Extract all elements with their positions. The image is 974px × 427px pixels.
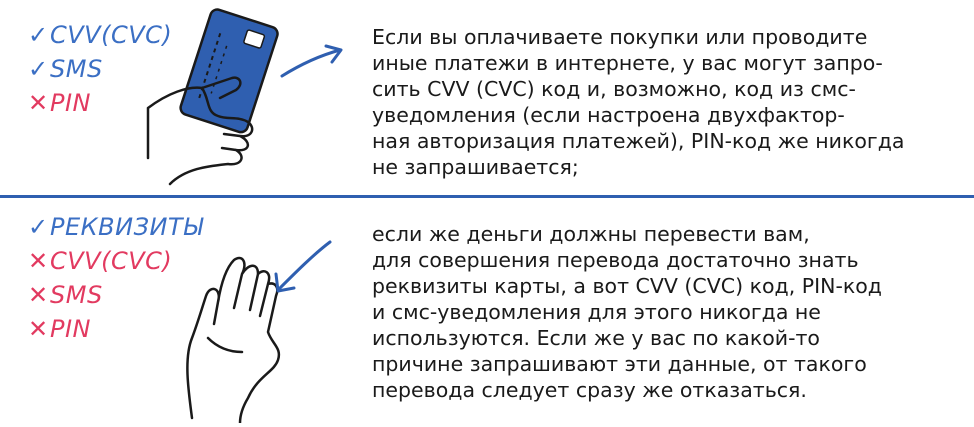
transfer-explanation-text: если же деньги должны перевести вам, для…: [372, 222, 882, 402]
check-icon: ✓: [28, 21, 49, 49]
checklist-item-sms: ✕SMS: [28, 278, 203, 312]
transfer-checklist: ✓РЕКВИЗИТЫ ✕CVV(CVC) ✕SMS ✕PIN: [28, 210, 203, 346]
checklist-item-cvv: ✕CVV(CVC): [28, 244, 203, 278]
cross-icon: ✕: [28, 315, 49, 343]
open-hand-icon: [186, 256, 281, 423]
cross-icon: ✕: [28, 247, 49, 275]
check-icon: ✓: [28, 55, 49, 83]
arrow-left-icon: [274, 240, 332, 293]
check-icon: ✓: [28, 213, 49, 241]
card-transfer-section: ✓РЕКВИЗИТЫ ✕CVV(CVC) ✕SMS ✕PIN если же д…: [0, 200, 974, 427]
checklist-item-pin: ✕PIN: [28, 312, 203, 346]
checklist-item-details: ✓РЕКВИЗИТЫ: [28, 210, 203, 244]
section-divider: [0, 195, 974, 198]
payment-explanation-text: Если вы оплачиваете покупки или проводит…: [372, 25, 905, 179]
checklist-item-cvv: ✓CVV(CVC): [28, 18, 172, 52]
cross-icon: ✕: [28, 281, 49, 309]
cross-icon: ✕: [28, 89, 49, 117]
checklist-item-pin: ✕PIN: [28, 86, 172, 120]
checklist-item-sms: ✓SMS: [28, 52, 172, 86]
card-payment-section: ✓CVV(CVC) ✓SMS ✕PIN Если вы оплачиваете …: [0, 0, 974, 196]
arrow-right-icon: [280, 44, 343, 78]
hand-holding-card-icon: [146, 8, 279, 186]
payment-checklist: ✓CVV(CVC) ✓SMS ✕PIN: [28, 18, 172, 120]
